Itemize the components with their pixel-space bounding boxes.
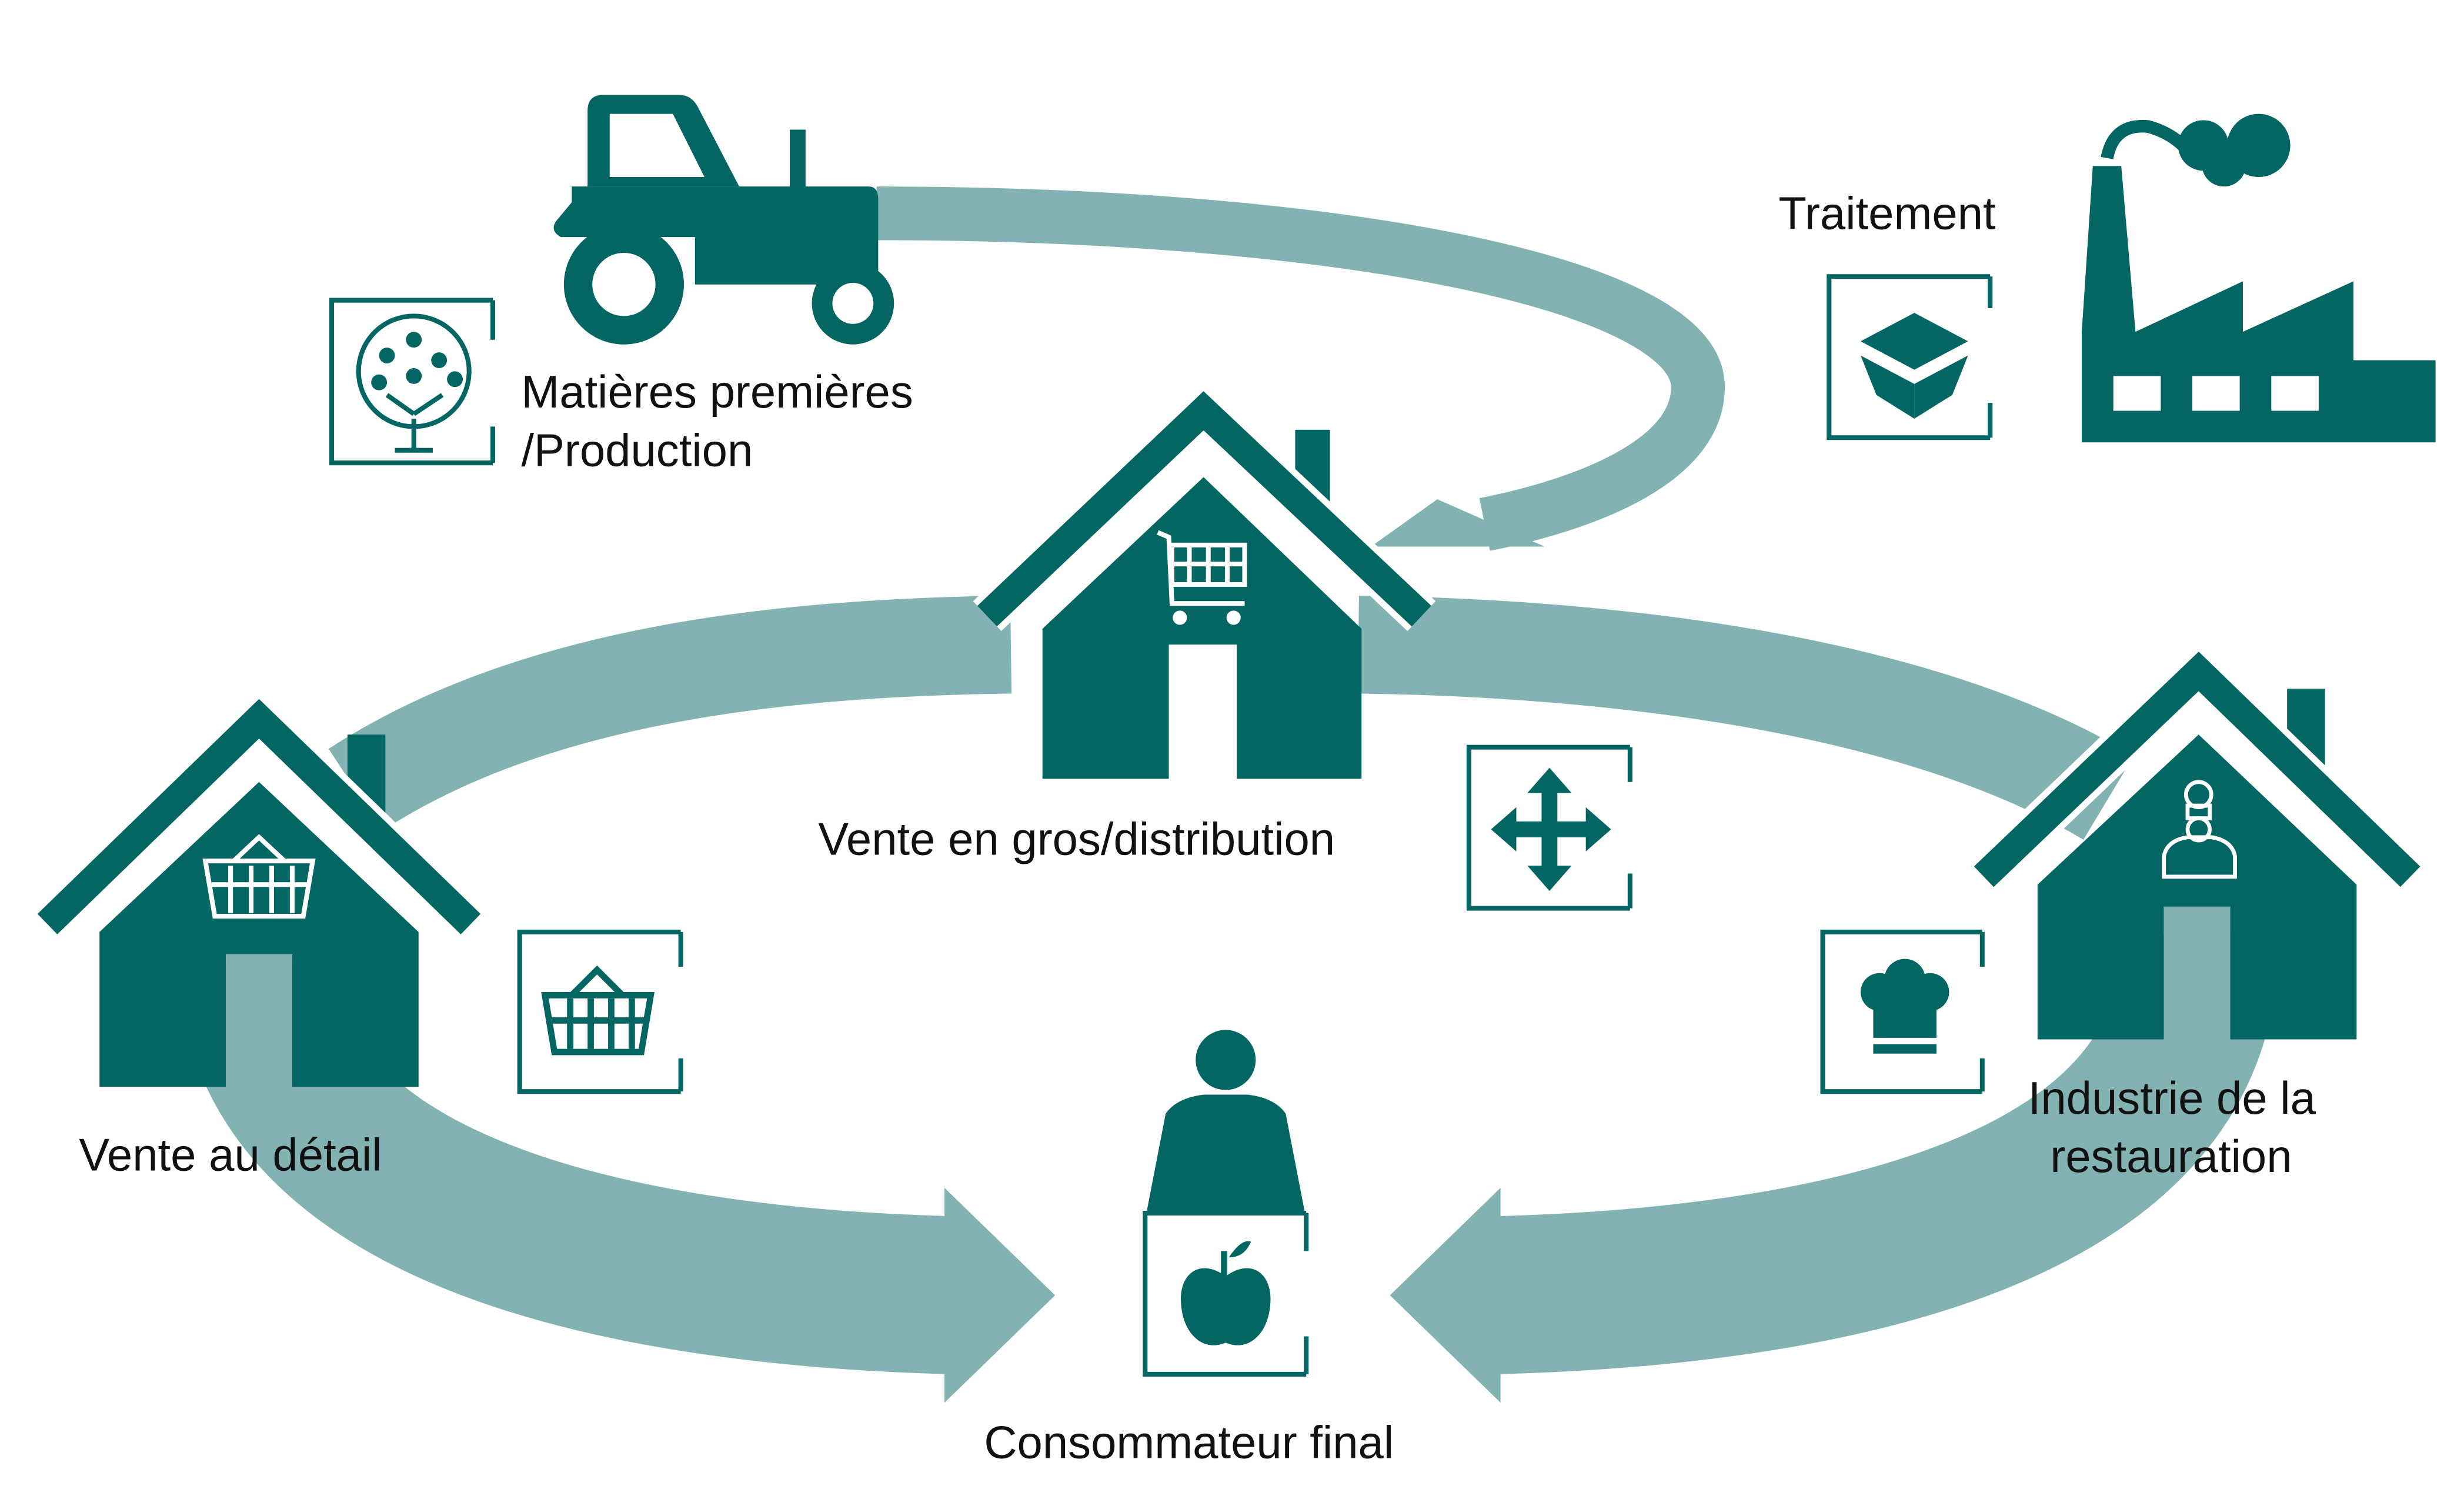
basket-icon [202, 834, 316, 919]
foodservice-house-icon [1969, 643, 2425, 1040]
chef-hat-icon [1860, 959, 1949, 1054]
retail-house-icon [33, 690, 485, 1087]
production-label-line1: Matières premières [521, 366, 913, 418]
distribution-arrows-icon-frame [1466, 744, 1632, 911]
box-icon-frame [1827, 274, 1993, 440]
open-box-icon [1860, 313, 1968, 419]
arrow-wholesale-to-retail [328, 595, 1012, 832]
processing-label: Traitement [1778, 188, 1996, 239]
apple-icon [1181, 1241, 1271, 1345]
fruit-tree-icon-frame [329, 298, 496, 466]
arrow-foodservice-to-consumer [1490, 929, 2278, 1374]
foodservice-label-line2: restauration [2050, 1130, 2292, 1182]
arrow-production-to-wholesale [876, 186, 1725, 551]
shopping-basket-icon [541, 965, 655, 1056]
chef-hat-icon-frame [1820, 929, 1985, 1094]
apple-icon-frame [1143, 1210, 1309, 1377]
consumer-person-icon [1146, 1030, 1305, 1212]
arrowhead-wholesale [1371, 499, 1545, 547]
basket-icon-frame [517, 929, 683, 1094]
wholesale-label: Vente en gros/distribution [818, 813, 1335, 864]
chef-icon [2162, 780, 2237, 879]
factory-icon [2082, 113, 2436, 443]
arrowhead-foodservice [1390, 1188, 1501, 1403]
arrow-wholesale-to-foodservice [1357, 595, 2134, 840]
consumer-label: Consommateur final [984, 1416, 1394, 1468]
four-way-arrows-icon [1491, 767, 1611, 891]
production-label-line2: /Production [521, 425, 753, 476]
foodservice-label-line1: Industrie de la [2028, 1072, 2316, 1124]
retail-label: Vente au détail [79, 1128, 382, 1180]
arrowhead-retail [944, 1188, 1056, 1403]
shopping-cart-icon [1157, 530, 1247, 625]
wholesale-house-icon [973, 382, 1436, 779]
tractor-icon [553, 95, 894, 345]
